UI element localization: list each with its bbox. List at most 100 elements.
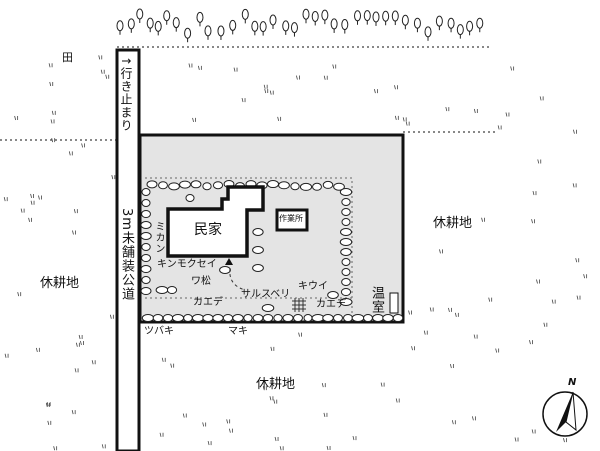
- hedge-tree-icon: [202, 314, 214, 322]
- grass-mark: [269, 396, 274, 401]
- hedge-tree-icon: [191, 314, 205, 322]
- greenhouse-outline: [389, 292, 399, 314]
- tree-icon: [282, 20, 290, 32]
- hedge-tree-icon: [341, 258, 351, 266]
- hedge-tree-icon: [190, 180, 202, 189]
- tree-icon: [229, 19, 237, 31]
- grass-mark: [473, 334, 478, 339]
- grass-mark: [323, 412, 328, 417]
- sarusuberi-label: サルスベリ: [241, 289, 291, 300]
- kinmokusei-label: キンモクセイ: [157, 259, 217, 270]
- tree-icon: [154, 20, 162, 32]
- hedge-tree-icon: [299, 182, 313, 191]
- grass-mark: [405, 121, 410, 126]
- grass-mark: [30, 193, 34, 199]
- tree-icon: [290, 22, 298, 34]
- grass-mark: [45, 402, 50, 408]
- grass-mark: [74, 368, 79, 373]
- grass-mark: [583, 274, 588, 279]
- hedge-tree-icon: [146, 180, 158, 189]
- tree-icon: [391, 10, 399, 22]
- hedge-tree-icon: [372, 314, 384, 322]
- hedge-tree-icon: [219, 266, 231, 274]
- grass-mark: [273, 399, 278, 404]
- grass-mark: [321, 383, 326, 388]
- grass-mark: [264, 88, 269, 94]
- hedge-tree-icon: [333, 314, 343, 322]
- house-label: 民家: [194, 222, 222, 238]
- grass-mark: [68, 151, 73, 156]
- hedge-tree-icon: [339, 298, 353, 306]
- grass-mark: [207, 440, 212, 446]
- grass-mark: [3, 197, 8, 202]
- hedge-tree-icon: [140, 265, 152, 273]
- grass-mark: [72, 230, 76, 235]
- hedge-tree-icon: [339, 188, 353, 196]
- grass-mark: [73, 209, 78, 214]
- grass-mark: [323, 75, 328, 80]
- road-label: 3m未舗装公道: [119, 208, 134, 301]
- hedge-tree-icon: [339, 238, 353, 246]
- hedge-tree-icon: [311, 314, 325, 322]
- grass-mark: [47, 420, 52, 425]
- grass-mark: [298, 332, 302, 337]
- grass-mark: [159, 432, 164, 437]
- hedge-tree-icon: [252, 314, 264, 322]
- grass-mark: [269, 90, 274, 95]
- entrance-marker: [225, 258, 233, 265]
- tree-icon: [466, 20, 474, 32]
- grass-mark: [20, 208, 25, 213]
- grass-mark: [111, 174, 116, 180]
- grass-mark: [161, 357, 166, 362]
- kaede-right-label: カエデ: [316, 299, 346, 310]
- grass-mark: [505, 112, 510, 117]
- hedge-trees: [140, 180, 404, 322]
- hedge-tree-icon: [141, 243, 151, 251]
- mikan-label: ミカン: [153, 221, 164, 254]
- hedge-tree-icon: [252, 246, 264, 254]
- grass-mark: [48, 63, 53, 68]
- tree-row-top: [116, 8, 484, 43]
- hedge-tree-icon: [262, 314, 274, 322]
- grass-mark: [80, 340, 84, 346]
- tree-icon: [413, 17, 421, 29]
- tree-icon: [372, 11, 380, 23]
- grass-mark: [514, 437, 519, 442]
- hedge-tree-icon: [282, 314, 294, 322]
- grass-mark: [91, 360, 96, 365]
- maki-label: マキ: [228, 326, 248, 337]
- fallow-bottom-label: 休耕地: [256, 377, 296, 392]
- workshop-outline: [275, 208, 309, 232]
- tree-icon: [251, 20, 259, 32]
- grass-marks: [3, 55, 588, 451]
- tree-icon: [127, 18, 135, 30]
- tree-icon: [330, 18, 338, 30]
- hedge-tree-icon: [252, 264, 264, 272]
- hedge-tree-icon: [322, 314, 334, 322]
- grass-mark: [448, 307, 452, 313]
- grass-mark: [395, 398, 400, 403]
- hedge-tree-icon: [351, 314, 365, 322]
- grass-mark: [17, 292, 22, 297]
- tree-icon: [341, 19, 349, 31]
- hedge-tree-icon: [363, 314, 373, 322]
- tree-icon: [363, 10, 371, 22]
- hedge-tree-icon: [152, 314, 164, 322]
- hedge-tree-icon: [179, 180, 191, 189]
- grass-mark: [30, 200, 35, 205]
- tree-icon: [456, 24, 464, 36]
- grass-mark: [296, 75, 300, 80]
- hedge-tree-icon: [341, 268, 351, 276]
- hedge-tree-icon: [340, 248, 352, 256]
- inner-boundary: [145, 177, 353, 318]
- tree-icon: [116, 20, 124, 32]
- kiwi-label: キウイ: [298, 281, 328, 292]
- grass-mark: [326, 445, 331, 451]
- tree-icon: [136, 8, 144, 20]
- tree-icon: [424, 26, 432, 38]
- grass-mark: [380, 382, 385, 387]
- hedge-tree-icon: [392, 314, 404, 322]
- hedge-tree-icon: [343, 314, 353, 322]
- fallow-right-label: 休耕地: [433, 216, 473, 231]
